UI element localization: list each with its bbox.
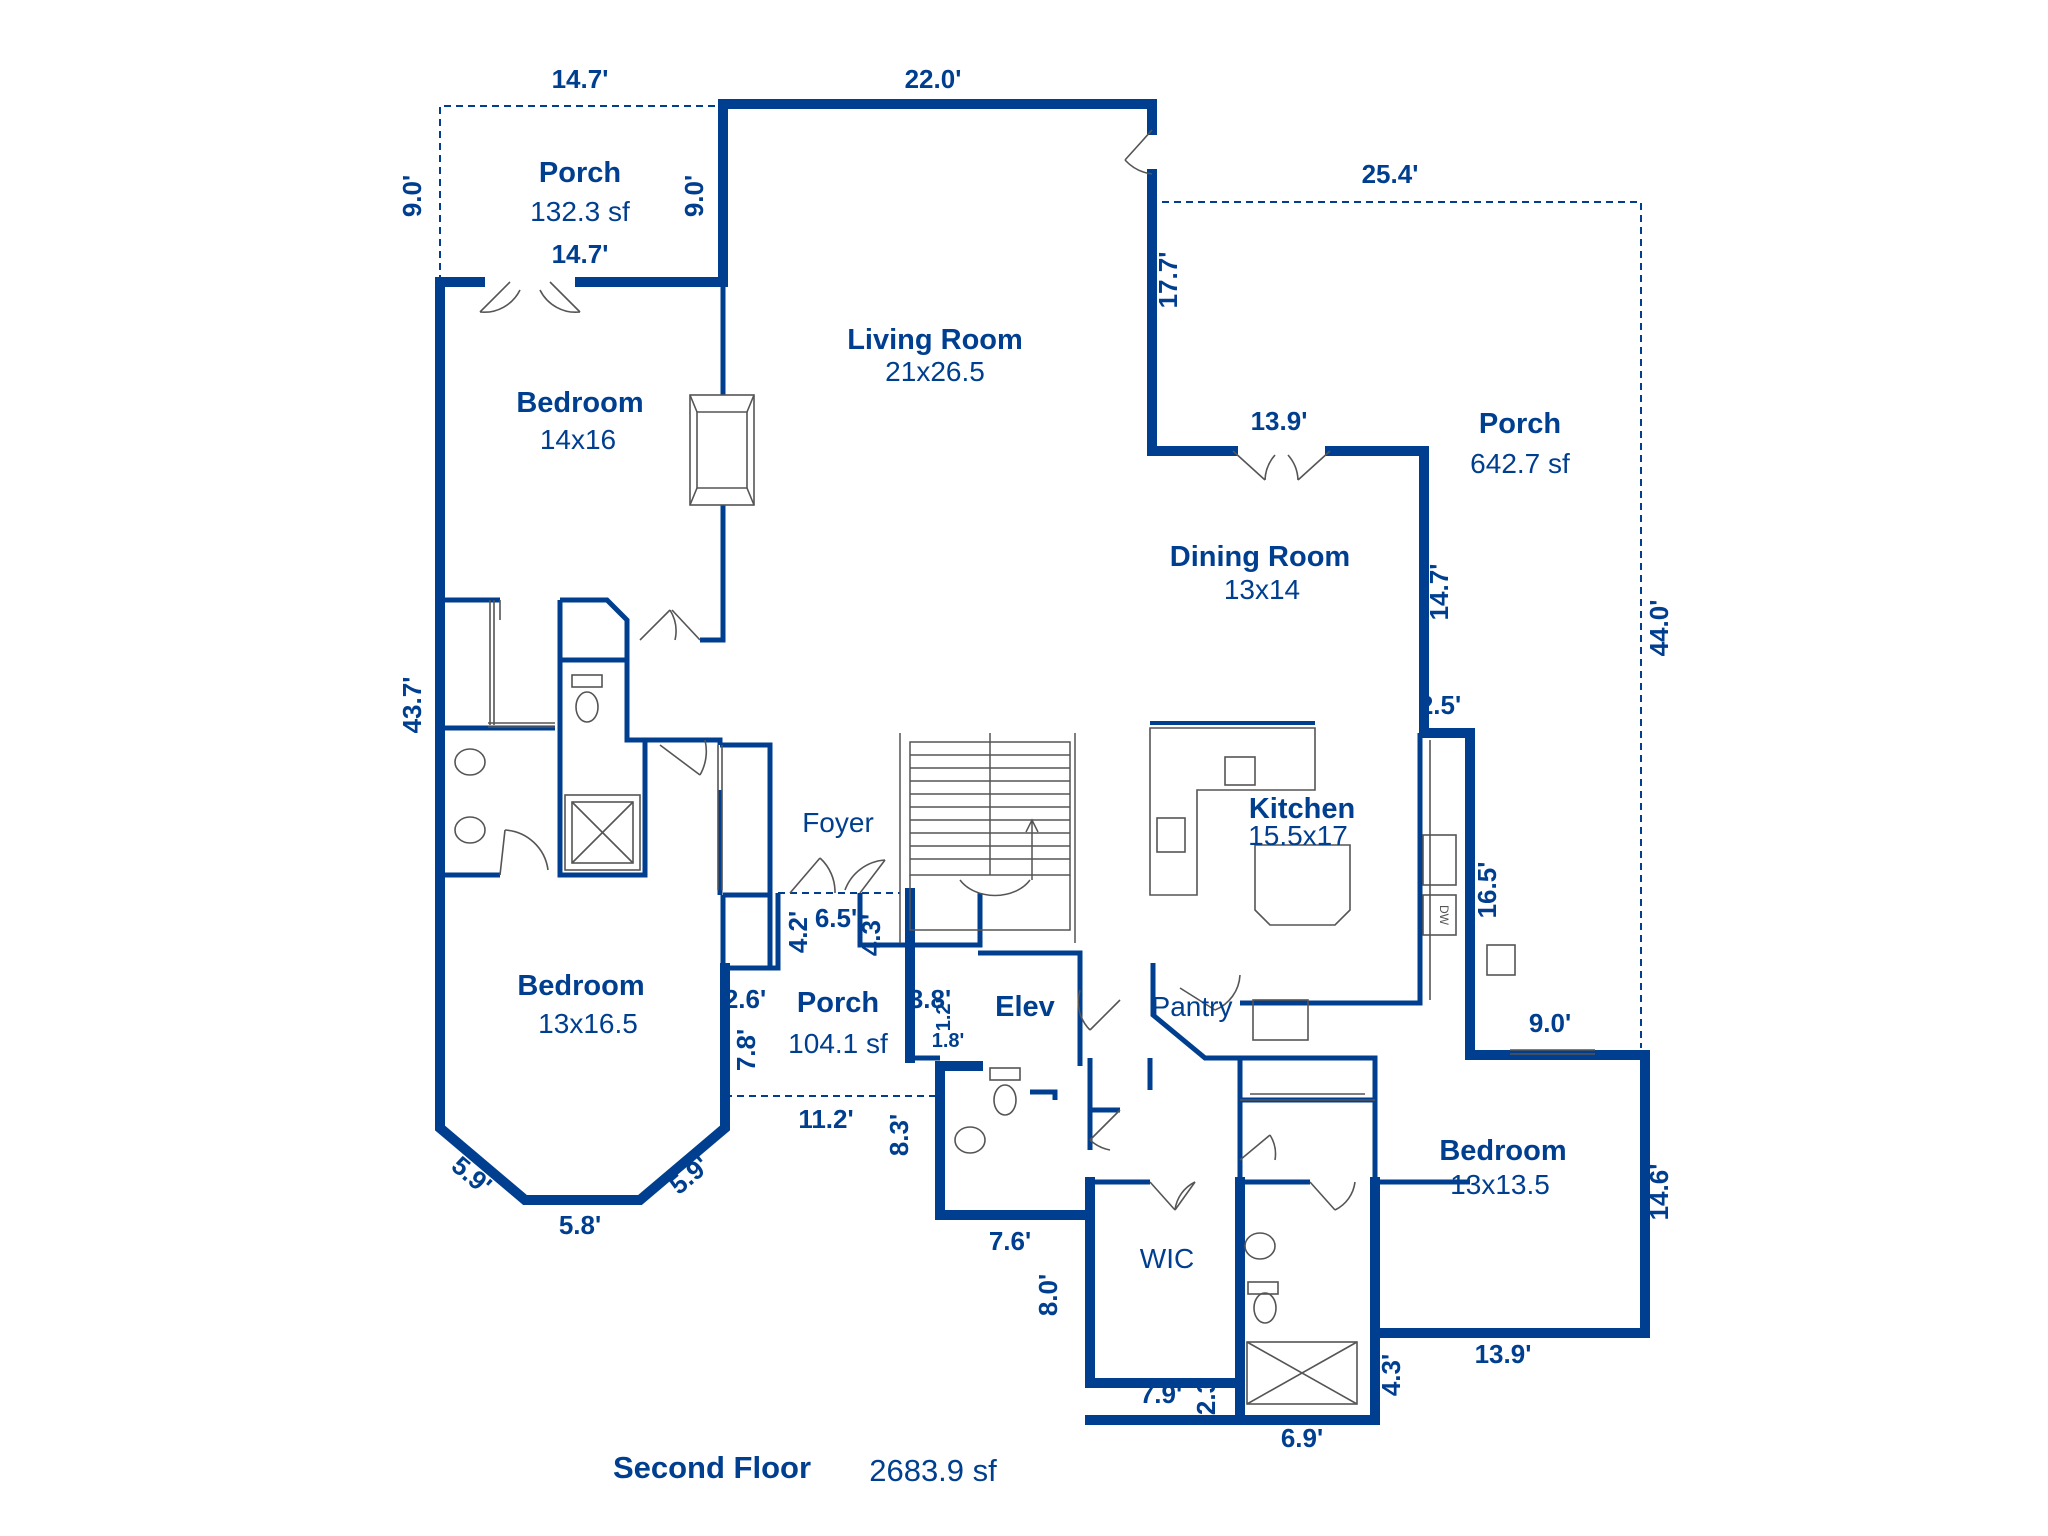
dim-4-2: 4.2' xyxy=(783,911,813,953)
dim-14-7-porch: 14.7' xyxy=(552,239,609,269)
dim-2-3: 2.3 xyxy=(1191,1379,1221,1415)
foyer-name: Foyer xyxy=(802,807,874,838)
kitchen-cabinets xyxy=(1149,727,1516,1041)
dim-44-0: 44.0' xyxy=(1644,600,1674,657)
dim-11-2: 11.2' xyxy=(798,1104,853,1134)
bedroom-nw-size: 14x16 xyxy=(540,424,616,455)
fireplace xyxy=(689,394,755,506)
dim-8-0: 8.0' xyxy=(1033,1274,1063,1316)
bedroom-se-name: Bedroom xyxy=(1439,1135,1566,1167)
dishwasher-label: DW xyxy=(1437,905,1451,926)
dim-3-8: 3.8' xyxy=(909,984,951,1014)
kitchen-size: 15.5x17 xyxy=(1248,820,1348,851)
dim-9-0-mid: 9.0' xyxy=(679,175,709,217)
porch-east-area: 642.7 sf xyxy=(1470,448,1570,479)
porch-top-area: 132.3 sf xyxy=(530,196,630,227)
bedroom-se-size: 13x13.5 xyxy=(1450,1169,1550,1200)
porch-east-name: Porch xyxy=(1479,408,1561,440)
walls xyxy=(435,99,1650,1425)
dim-14-7-dining: 14.7' xyxy=(1424,564,1454,621)
floor-area: 2683.9 sf xyxy=(869,1453,997,1488)
dim-1-8: 1.8' xyxy=(932,1030,965,1052)
bedroom-sw-size: 13x16.5 xyxy=(538,1008,638,1039)
dim-5-9-left: 5.9' xyxy=(446,1150,498,1200)
dim-6-5: 6.5' xyxy=(815,903,857,933)
dim-7-6: 7.6' xyxy=(989,1226,1031,1256)
dim-25-4: 25.4' xyxy=(1362,159,1419,189)
dim-14-6: 14.6' xyxy=(1644,1164,1674,1221)
dim-1-2: 1.2' xyxy=(933,999,955,1032)
dining-room-name: Dining Room xyxy=(1170,541,1350,573)
pantry-name: Pantry xyxy=(1152,991,1233,1022)
porch-mid-area: 104.1 sf xyxy=(788,1028,888,1059)
porch-top-name: Porch xyxy=(539,157,621,189)
dim-17-7: 17.7' xyxy=(1153,252,1183,309)
dining-room-size: 13x14 xyxy=(1224,574,1300,605)
porch-outlines xyxy=(439,105,1642,1097)
dim-7-9: 7.9' xyxy=(1140,1379,1182,1409)
kitchen-name: Kitchen xyxy=(1249,793,1355,825)
dim-22-0: 22.0' xyxy=(905,64,962,94)
dim-13-9-dining: 13.9' xyxy=(1251,406,1308,436)
wic-name: WIC xyxy=(1140,1243,1194,1274)
closets xyxy=(488,600,1595,1101)
bath-fixtures xyxy=(454,674,1358,1405)
dim-5-9-right: 5.9' xyxy=(663,1150,715,1200)
dim-9-0-se: 9.0' xyxy=(1529,1008,1571,1038)
dim-16-5: 16.5' xyxy=(1472,862,1502,919)
dim-14-7-top: 14.7' xyxy=(552,64,609,94)
dim-13-9-se: 13.9' xyxy=(1475,1339,1532,1369)
stairs xyxy=(899,733,1076,943)
porch-mid-name: Porch xyxy=(797,987,879,1019)
dim-9-0-left: 9.0' xyxy=(397,175,427,217)
floor-title: Second Floor xyxy=(613,1450,811,1485)
bedroom-sw-name: Bedroom xyxy=(517,970,644,1002)
dim-5-8: 5.8' xyxy=(559,1210,601,1240)
dim-6-9: 6.9' xyxy=(1281,1423,1323,1453)
dim-4-3-foyer: 4.3' xyxy=(856,914,886,956)
elev-name: Elev xyxy=(995,991,1055,1023)
door-swings xyxy=(479,129,1356,1211)
dim-2-6: 2.6' xyxy=(724,984,766,1014)
dim-43-7: 43.7' xyxy=(397,677,427,734)
dim-8-3: 8.3' xyxy=(884,1114,914,1156)
living-room-size: 21x26.5 xyxy=(885,356,985,387)
bedroom-nw-name: Bedroom xyxy=(516,387,643,419)
dim-4-3-bath: 4.3' xyxy=(1376,1354,1406,1396)
living-room-name: Living Room xyxy=(847,324,1023,356)
dim-2-5: 2.5' xyxy=(1419,690,1461,720)
dim-7-8: 7.8' xyxy=(731,1029,761,1071)
